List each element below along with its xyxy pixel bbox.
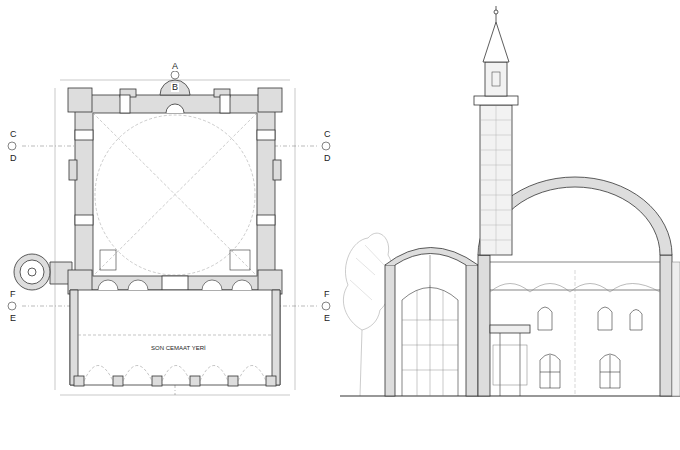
building-section bbox=[340, 6, 680, 396]
section-marker: E bbox=[323, 314, 331, 323]
section-marker: A bbox=[171, 62, 179, 71]
room-name: SON CEMAAT YERİ bbox=[150, 345, 207, 351]
floor-plan bbox=[8, 71, 330, 395]
section-marker: B bbox=[171, 83, 179, 92]
section-marker: E bbox=[9, 314, 17, 323]
section-marker: F bbox=[323, 290, 331, 299]
section-marker: D bbox=[9, 154, 18, 163]
section-marker: D bbox=[323, 154, 332, 163]
section-marker: C bbox=[9, 130, 18, 139]
section-marker: C bbox=[323, 130, 332, 139]
section-axis bbox=[22, 96, 318, 395]
section-marker: F bbox=[9, 290, 17, 299]
